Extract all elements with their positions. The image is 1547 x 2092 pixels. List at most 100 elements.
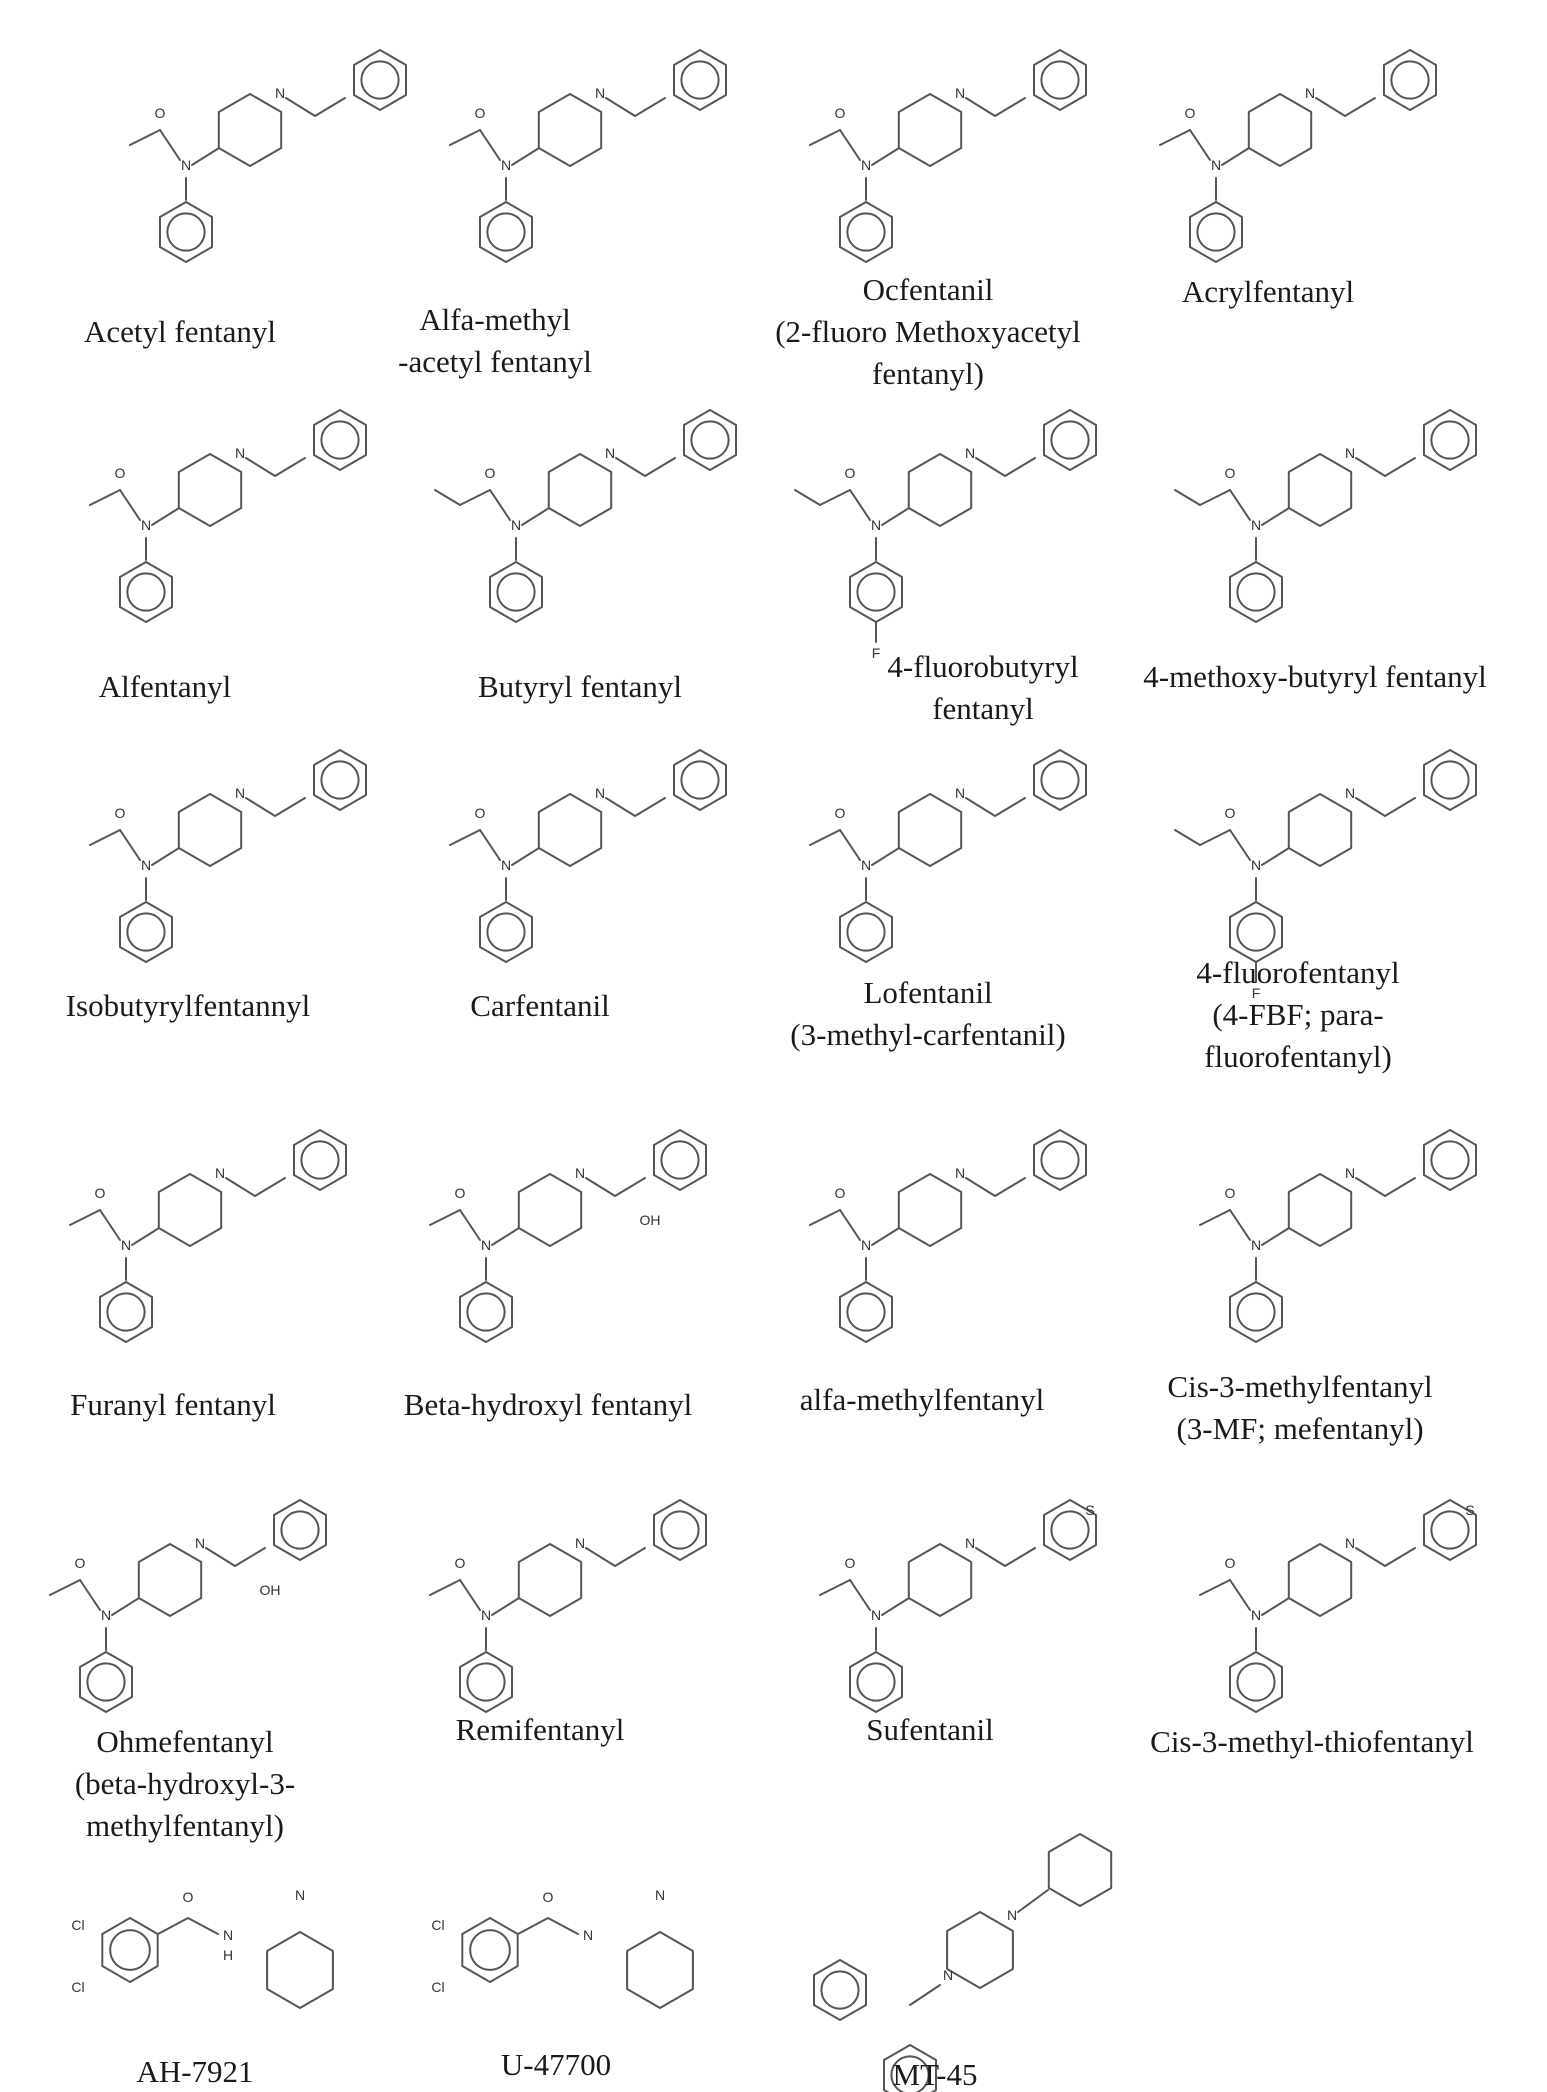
compound-label: (beta-hydroxyl-3- — [75, 1766, 295, 1801]
piperidine-ring — [897, 1173, 963, 1247]
piperidine-ring — [1287, 1543, 1353, 1617]
aromatic-circle — [690, 420, 730, 460]
compound-label: 4-methoxy-butyryl fentanyl — [1143, 659, 1487, 694]
anilide-phenyl — [159, 201, 213, 263]
phenethyl-phenyl — [683, 409, 737, 471]
amide-nitrogen: N — [1251, 1237, 1261, 1253]
ethyl-linker — [605, 97, 666, 117]
c4-n-bond — [151, 847, 180, 866]
c4-n-bond — [1221, 147, 1250, 166]
amide-nitrogen: N — [861, 857, 871, 873]
phenethyl-phenyl — [1033, 749, 1087, 811]
ethyl-linker — [1355, 1177, 1416, 1197]
ethyl-linker — [205, 1547, 266, 1567]
compound-label: Isobutyrylfentannyl — [66, 988, 311, 1023]
aromatic-circle — [1040, 60, 1080, 100]
chloro-3: Cl — [431, 1917, 444, 1933]
piperidine-nitrogen: N — [235, 785, 245, 801]
piperidine-ring — [217, 93, 283, 167]
piperidine-nitrogen: N — [595, 785, 605, 801]
carbonyl-bond — [119, 489, 141, 521]
amide-linker — [517, 1917, 579, 1935]
structure-8: NNO — [1174, 409, 1477, 623]
carbonyl-bond — [479, 129, 501, 161]
carbonyl-bond — [839, 129, 861, 161]
carbonyl-oxygen: O — [845, 465, 856, 481]
aromatic-circle — [1390, 60, 1430, 100]
compound-label: 4-fluorofentanyl — [1196, 955, 1399, 990]
aromatic-circle — [846, 212, 886, 252]
amide-nitrogen: N — [101, 1607, 111, 1623]
aromatic-circle — [1430, 420, 1470, 460]
acyl-chain — [809, 829, 841, 846]
carbonyl-bond — [489, 489, 511, 521]
acyl-chain — [1199, 829, 1231, 846]
aromatic-circle — [1430, 1140, 1470, 1180]
compound-label: (2-fluoro Methoxyacetyl — [775, 314, 1081, 349]
structure-18: NNO — [429, 1499, 707, 1713]
structure-23: NN — [813, 1833, 1113, 2092]
aromatic-circle — [106, 1292, 146, 1332]
aromatic-circle — [1236, 1662, 1276, 1702]
piperidine-nitrogen: N — [605, 445, 615, 461]
amide-nitrogen: N — [861, 1237, 871, 1253]
amide-nitrogen: N — [511, 517, 521, 533]
amide-nitrogen: N — [1211, 157, 1221, 173]
carbonyl-oxygen: O — [475, 105, 486, 121]
compound-label: -acetyl fentanyl — [398, 344, 592, 379]
anilide-phenyl — [839, 1281, 893, 1343]
compound-label: Remifentanyl — [456, 1712, 625, 1747]
structure-15: NNO — [809, 1129, 1087, 1343]
phenethyl-phenyl — [313, 749, 367, 811]
ethyl-linker — [1355, 797, 1416, 817]
aromatic-circle — [1430, 760, 1470, 800]
structure-3: NNO — [809, 49, 1087, 263]
carbonyl-bond — [1189, 129, 1211, 161]
piperidine-ring — [1287, 1173, 1353, 1247]
compound-label: 4-fluorobutyryl — [887, 649, 1078, 684]
piperidine-nitrogen: N — [1305, 85, 1315, 101]
compound-label: alfa-methylfentanyl — [800, 1382, 1044, 1417]
carbonyl-oxygen: O — [845, 1555, 856, 1571]
phenethyl-phenyl — [1423, 1129, 1477, 1191]
carbonyl-bond — [159, 129, 181, 161]
ethyl-linker — [1315, 97, 1376, 117]
aromatic-circle — [1050, 420, 1090, 460]
anilide-phenyl — [79, 1651, 133, 1713]
carbonyl-bond — [1229, 829, 1251, 861]
acyl-chain — [1159, 129, 1191, 146]
aromatic-circle — [1196, 212, 1236, 252]
c4-n-bond — [1261, 507, 1290, 526]
phenethyl-phenyl — [1033, 49, 1087, 111]
c4-n-bond — [111, 1597, 140, 1616]
structure-6: NNO — [434, 409, 737, 623]
c4-n-bond — [511, 147, 540, 166]
compound-label: Furanyl fentanyl — [70, 1387, 276, 1422]
piperidine-nitrogen: N — [1345, 1165, 1355, 1181]
c4-n-bond — [871, 847, 900, 866]
thiophene-sulfur: S — [1085, 1502, 1094, 1518]
anilide-phenyl — [119, 561, 173, 623]
acyl-chain-extended — [1174, 489, 1201, 506]
anilide-phenyl — [839, 201, 893, 263]
amide-nitrogen: N — [1251, 857, 1261, 873]
ethyl-linker — [975, 457, 1036, 477]
structure-16: NNO — [1199, 1129, 1477, 1343]
piperidine-ring — [517, 1543, 583, 1617]
c4-n-bond — [521, 507, 550, 526]
amide-nitrogen: N — [871, 517, 881, 533]
aromatic-circle — [856, 572, 896, 612]
acyl-chain — [49, 1579, 81, 1596]
compound-label: Ohmefentanyl — [96, 1724, 273, 1759]
amide-h: H — [223, 1947, 233, 1963]
piperidine-ring — [537, 793, 603, 867]
aromatic-circle — [660, 1510, 700, 1550]
amide-nitrogen: N — [1251, 517, 1261, 533]
piperidine-ring — [1287, 793, 1353, 867]
compound-label: methylfentanyl) — [86, 1808, 284, 1843]
phenethyl-phenyl — [353, 49, 407, 111]
compound-label: Lofentanil — [863, 975, 992, 1010]
amide-nitrogen: N — [141, 517, 151, 533]
